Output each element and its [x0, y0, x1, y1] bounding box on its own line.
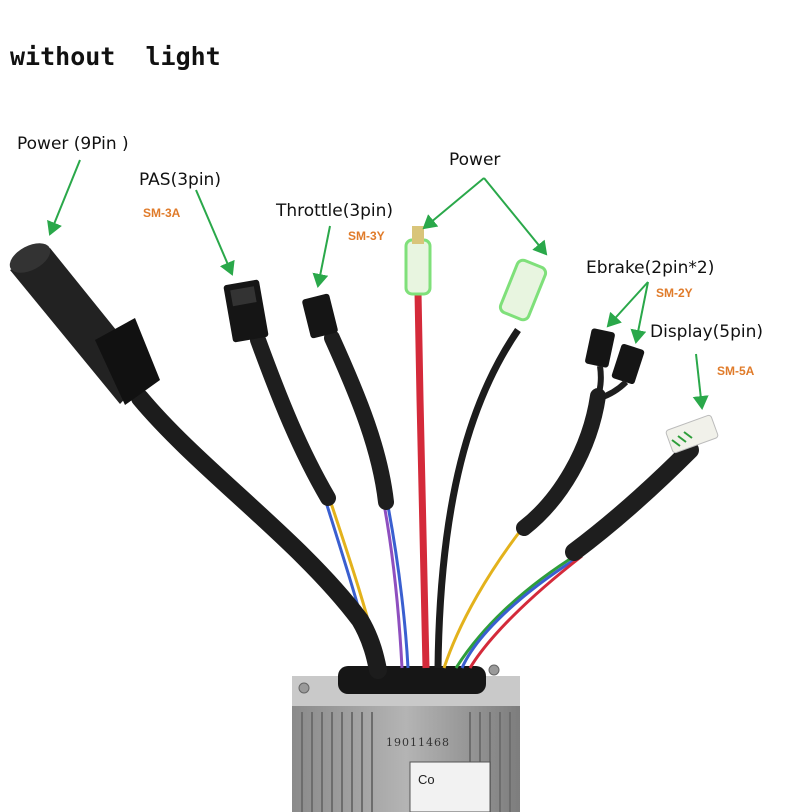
- label-ebrake-code: SM-2Y: [656, 286, 693, 300]
- label-power: Power: [449, 150, 501, 170]
- label-display-code: SM-5A: [717, 364, 755, 378]
- display-cable: [565, 441, 699, 561]
- ebrake-connectors: [585, 328, 645, 401]
- black-power-wire: [434, 328, 521, 669]
- pas-cable: [250, 332, 336, 506]
- label-pas: PAS(3pin): [139, 170, 221, 190]
- display-connector: [665, 414, 719, 454]
- main-power-cable: [131, 389, 387, 679]
- power-9pin-connector: [9, 243, 160, 405]
- controller-serial: 19011468: [386, 736, 450, 749]
- ebrake-cable: [516, 388, 606, 536]
- annotation-arrows: [47, 159, 709, 410]
- label-throttle: Throttle(3pin): [276, 201, 394, 221]
- page-title: without light: [10, 42, 221, 71]
- label-power-9pin: Power (9Pin ): [17, 134, 129, 154]
- label-display: Display(5pin): [650, 322, 764, 342]
- power-bullet-connectors: [404, 226, 548, 322]
- red-power-wire: [414, 291, 430, 669]
- throttle-cable: [324, 330, 394, 510]
- pas-connector: [223, 279, 269, 343]
- label-pas-code: SM-3A: [143, 206, 181, 220]
- label-ebrake: Ebrake(2pin*2): [586, 258, 715, 278]
- controller-label-plate: Co: [418, 772, 435, 787]
- throttle-connector: [302, 293, 338, 339]
- controller-box: [292, 664, 520, 812]
- label-throttle-code: SM-3Y: [348, 229, 385, 243]
